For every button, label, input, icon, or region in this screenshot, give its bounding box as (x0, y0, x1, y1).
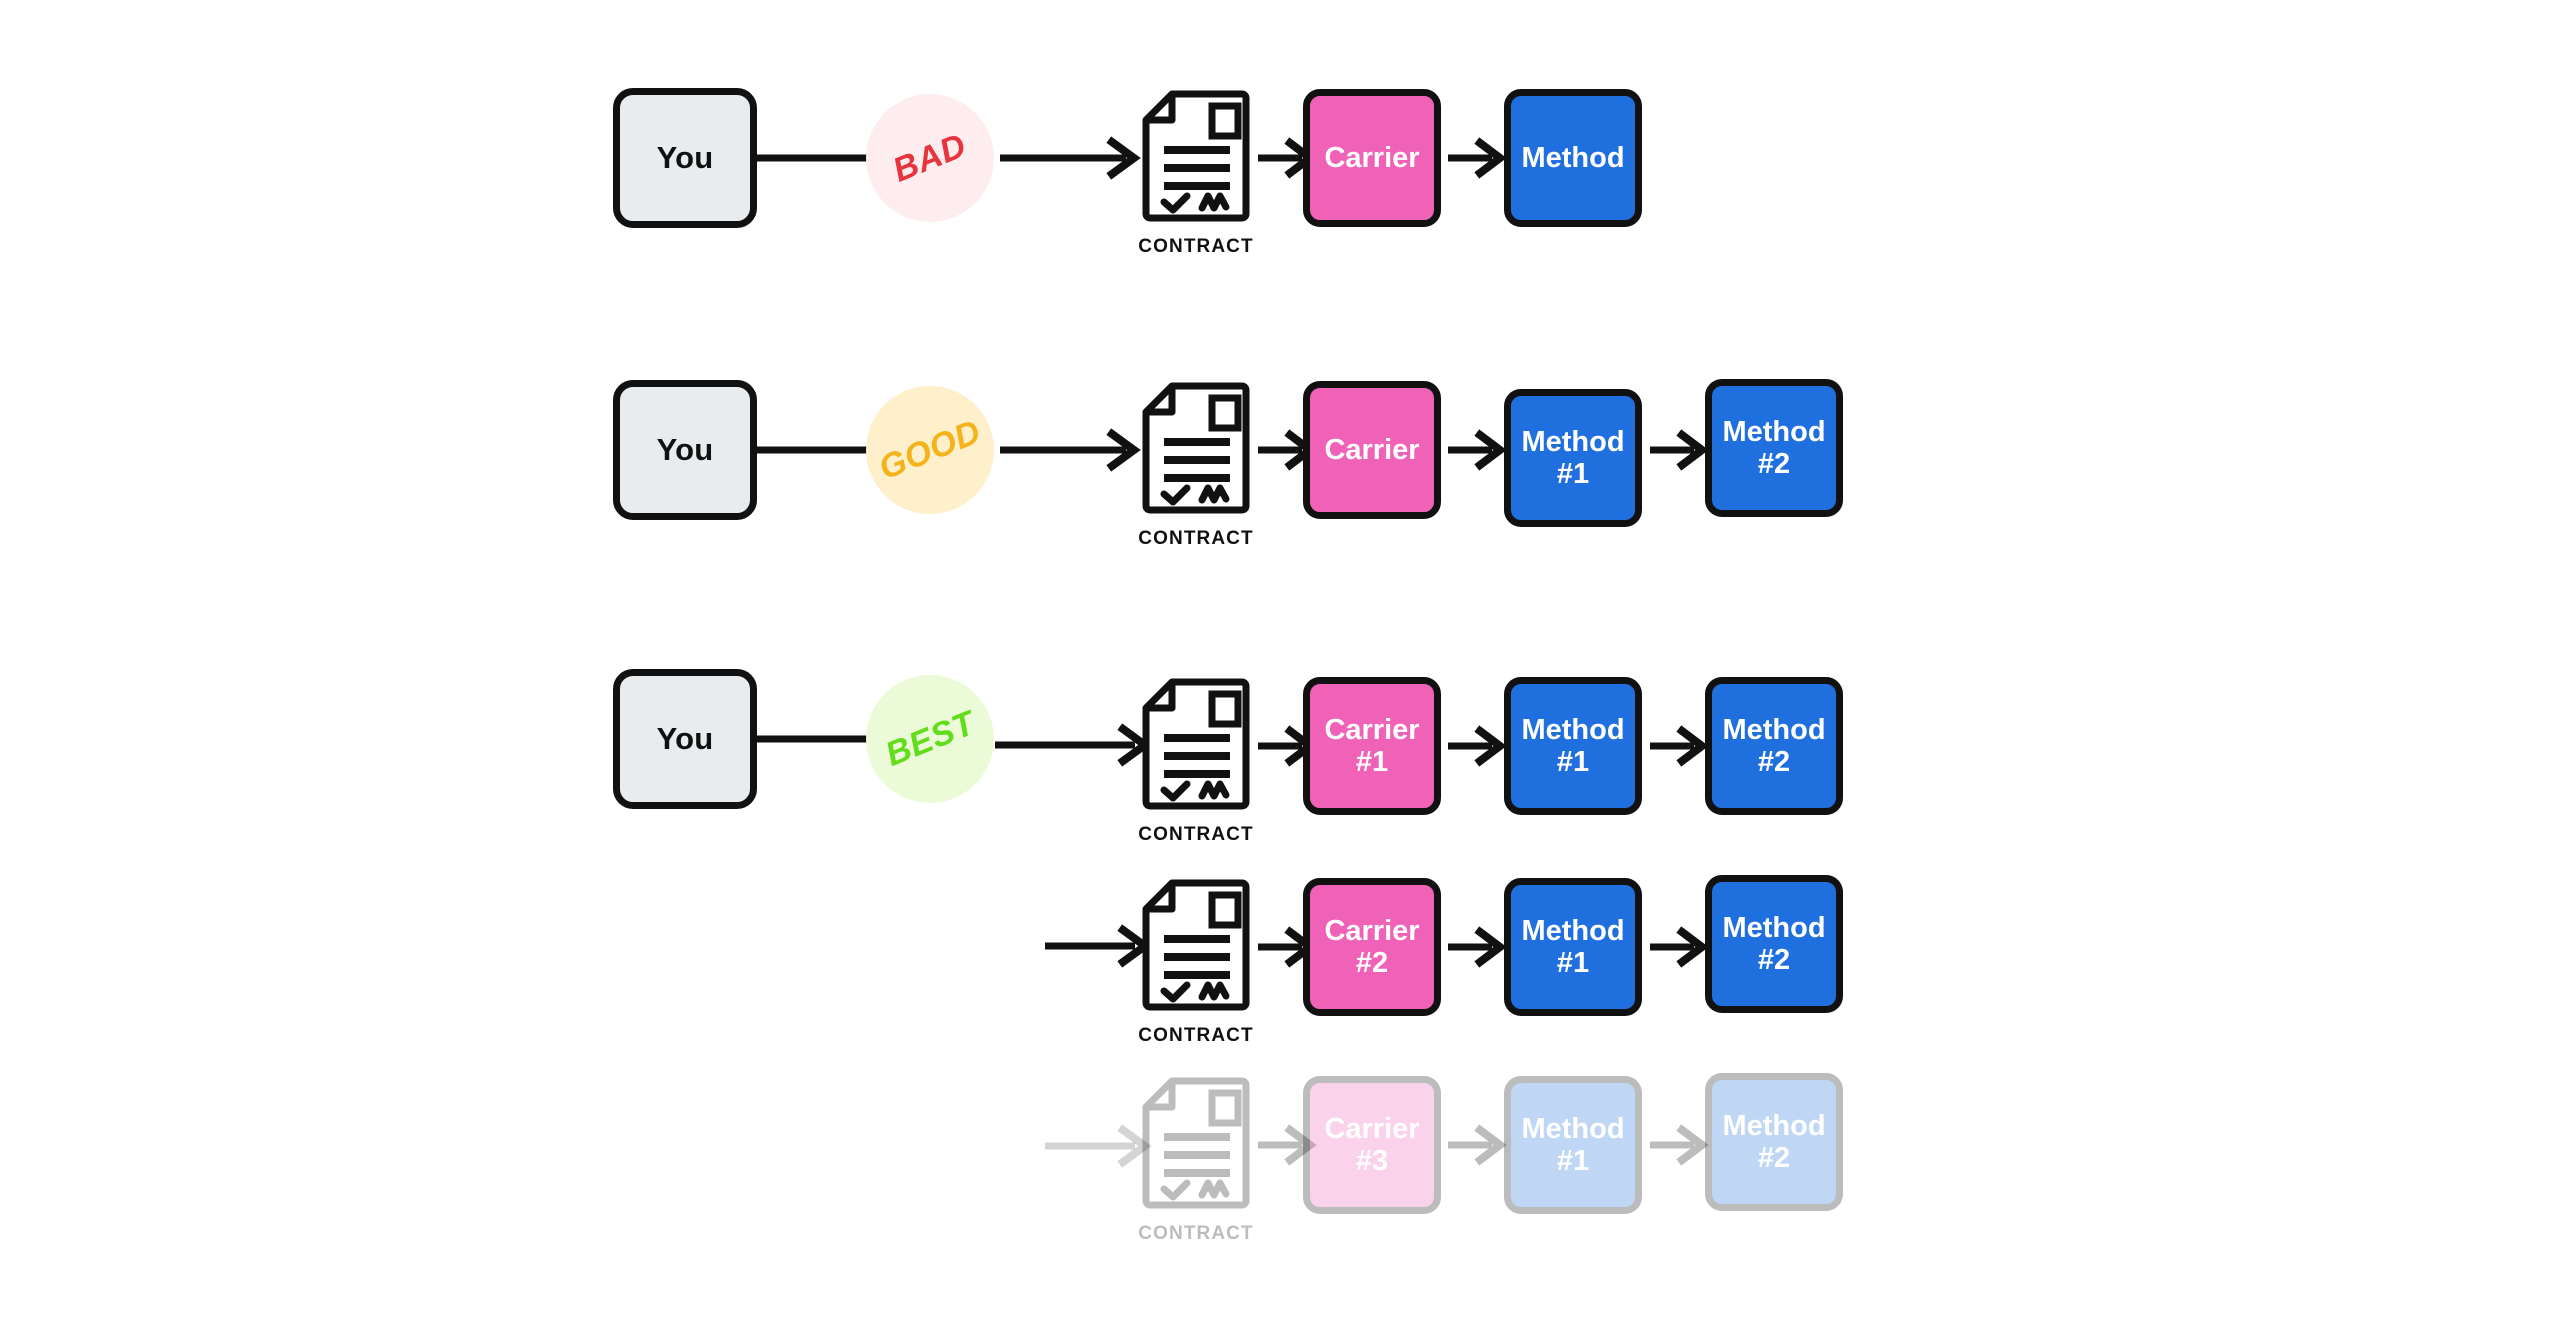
arrow-method1-to-method2-best-2 (1650, 926, 1709, 968)
verdict-circle-bad: BAD (866, 94, 994, 222)
contract-document-icon (1142, 879, 1250, 1011)
carrier-box-best-branch-1: Carrier #1 (1303, 677, 1441, 815)
method-box-line2: #2 (1757, 448, 1791, 480)
carrier-box-line1: Carrier (1324, 1112, 1420, 1145)
you-box-label: You (656, 432, 714, 467)
contract-document-icon (1142, 678, 1250, 810)
method-box-best-branch-1-m2: Method #2 (1705, 677, 1843, 815)
method-box-line1: Method (1521, 713, 1625, 746)
contract-document-icon (1142, 1077, 1250, 1209)
arrow-carrier-to-method1-good (1448, 429, 1507, 471)
contract-label-row-bad: CONTRACT (1138, 236, 1254, 257)
you-box-label: You (656, 721, 714, 756)
method-box-line2: #1 (1556, 1145, 1590, 1177)
method-box-line2: #2 (1757, 746, 1791, 778)
connector-you-to-verdict-best (757, 731, 867, 747)
carrier-box-line2: #2 (1355, 947, 1389, 979)
carrier-box-line1: Carrier (1324, 433, 1420, 466)
method-box-row-bad-1: Method (1504, 89, 1642, 227)
contract-icon-best-branch-2 (1142, 879, 1250, 1011)
contract-document-icon (1142, 90, 1250, 222)
arrow-method1-to-method2-best-1 (1650, 725, 1709, 767)
method-box-line1: Method (1521, 914, 1625, 947)
you-box-label: You (656, 140, 714, 175)
contract-icon-row-good (1142, 382, 1250, 514)
connector-you-to-verdict-bad (757, 150, 867, 166)
carrier-box-best-branch-2: Carrier #2 (1303, 878, 1441, 1016)
method-box-line1: Method (1722, 1109, 1826, 1142)
verdict-label-good: GOOD (873, 412, 987, 488)
method-box-line2: #1 (1556, 947, 1590, 979)
arrow-method1-to-method2-good (1650, 429, 1709, 471)
arrow-contract-to-carrier-best-3 (1258, 1124, 1317, 1166)
method-box-best-branch-2-m2: Method #2 (1705, 875, 1843, 1013)
connector-you-to-verdict-good (757, 442, 867, 458)
arrow-carrier-to-method1-best-3 (1448, 1124, 1507, 1166)
arrow-verdict-to-contract-good (1000, 428, 1141, 472)
method-box-line2: #2 (1757, 1142, 1791, 1174)
you-box-row-bad: You (613, 88, 757, 228)
method-box-line1: Method (1521, 141, 1625, 174)
carrier-box-best-branch-3: Carrier #3 (1303, 1076, 1441, 1214)
you-box-row-best: You (613, 669, 757, 809)
arrow-carrier-to-method1-best-2 (1448, 926, 1507, 968)
contract-icon-best-branch-1 (1142, 678, 1250, 810)
method-box-best-branch-1-m1: Method #1 (1504, 677, 1642, 815)
contract-label-row-good: CONTRACT (1138, 528, 1254, 549)
contract-label-best-branch-2: CONTRACT (1138, 1025, 1254, 1046)
carrier-box-line2: #3 (1355, 1145, 1389, 1177)
method-box-row-good-2: Method #2 (1705, 379, 1843, 517)
arrow-carrier-to-method1-best-1 (1448, 725, 1507, 767)
method-box-line1: Method (1722, 911, 1826, 944)
method-box-line1: Method (1722, 713, 1826, 746)
contract-label-best-branch-3: CONTRACT (1138, 1223, 1254, 1244)
method-box-best-branch-2-m1: Method #1 (1504, 878, 1642, 1016)
method-box-line1: Method (1521, 425, 1625, 458)
contract-label-best-branch-1: CONTRACT (1138, 824, 1254, 845)
carrier-box-line1: Carrier (1324, 141, 1420, 174)
verdict-circle-best: BEST (866, 675, 994, 803)
carrier-box-row-good: Carrier (1303, 381, 1441, 519)
method-box-line2: #2 (1757, 944, 1791, 976)
you-box-row-good: You (613, 380, 757, 520)
method-box-row-good-1: Method #1 (1504, 389, 1642, 527)
method-box-line1: Method (1722, 415, 1826, 448)
verdict-label-bad: BAD (888, 126, 972, 190)
method-box-line2: #1 (1556, 458, 1590, 490)
arrow-verdict-to-contract-bad (1000, 136, 1141, 180)
method-box-line1: Method (1521, 1112, 1625, 1145)
contract-document-icon (1142, 382, 1250, 514)
arrow-method1-to-method2-best-3 (1650, 1124, 1709, 1166)
verdict-label-best: BEST (879, 704, 981, 774)
carrier-box-line2: #1 (1355, 746, 1389, 778)
contract-icon-row-bad (1142, 90, 1250, 222)
carrier-box-row-bad: Carrier (1303, 89, 1441, 227)
carrier-box-line1: Carrier (1324, 713, 1420, 746)
arrow-carrier-to-method-bad (1448, 137, 1507, 179)
carrier-box-line1: Carrier (1324, 914, 1420, 947)
verdict-circle-good: GOOD (866, 386, 994, 514)
contract-icon-best-branch-3 (1142, 1077, 1250, 1209)
method-box-best-branch-3-m1: Method #1 (1504, 1076, 1642, 1214)
method-box-line2: #1 (1556, 746, 1590, 778)
method-box-best-branch-3-m2: Method #2 (1705, 1073, 1843, 1211)
